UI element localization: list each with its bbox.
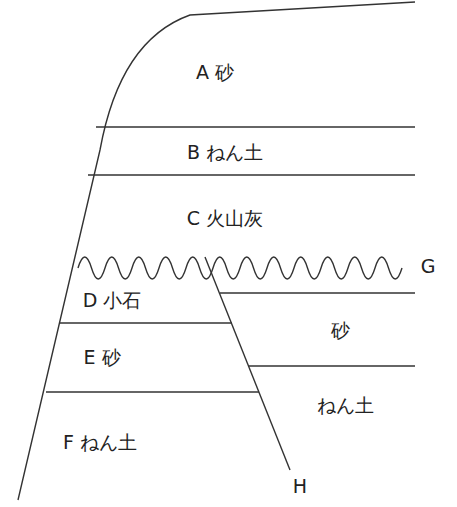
layer-boundary [46,391,259,392]
layer-boundary [220,292,415,293]
layer-boundary [60,322,232,323]
layer-label: C 火山灰 [187,207,263,230]
fault-label: H [293,475,307,498]
layer-label: A 砂 [196,61,234,84]
layer-label: 砂 [331,319,350,342]
layer-label: F ねん土 [63,431,137,454]
fault-line [205,257,290,470]
unconformity-line [78,257,402,279]
layer-label: ねん土 [317,394,374,417]
layer-label: E 砂 [83,346,120,369]
layer-boundary [249,365,415,366]
layer-boundary [96,126,415,127]
layer-label: D 小石 [83,289,142,312]
cliff-outline [18,2,415,500]
layer-label: B ねん土 [187,141,263,164]
layer-boundary [88,174,415,175]
boundary-label: G [421,255,436,278]
